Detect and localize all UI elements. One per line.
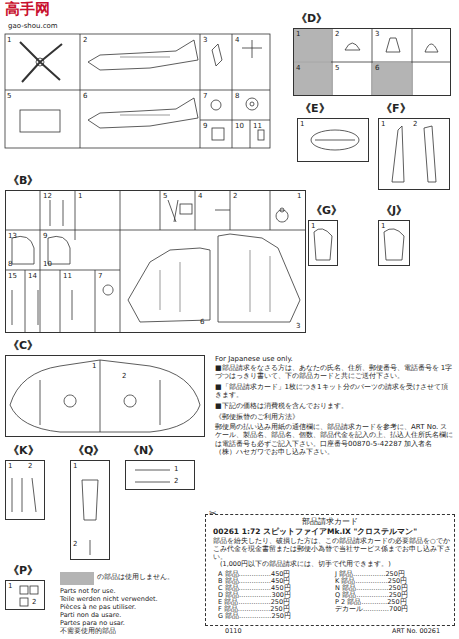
part-number: 1 <box>78 192 82 200</box>
part-number: 4 <box>296 64 300 72</box>
part-number: 2 <box>335 30 339 38</box>
note-text: ■部品請求をなさる方は、あなたの氏名、住所、郵便番号、電話番号を 1字づつはっき… <box>215 364 453 381</box>
part-number: 4 <box>235 36 239 44</box>
part-number: 1 <box>174 465 178 473</box>
sprue-letter: 《F》 <box>381 101 411 116</box>
note-text: Teile werden nicht verwendet. <box>60 596 158 604</box>
part-number: 6 <box>83 92 87 100</box>
part-number: 7 <box>98 272 102 280</box>
note-text: ART No. 00261 <box>392 628 440 636</box>
part-number: 13 <box>8 232 17 240</box>
part-number: 2 <box>28 462 32 470</box>
part-number: 1 <box>296 30 300 38</box>
part-number: 10 <box>43 260 52 268</box>
part-number: 8 <box>8 260 12 268</box>
sprue-frame: 《F》 <box>378 118 450 190</box>
sprue-letter: 《C》 <box>8 338 38 353</box>
sprue-letter: 《B》 <box>8 173 38 188</box>
note-text: ■「部品請求カード」1枚につき1キット分のパーツの請求を受けさせて頂きます。 <box>215 383 453 400</box>
note-text: 不需要使用的部品 <box>60 628 116 636</box>
part-number: 5 <box>163 192 167 200</box>
part-number: 1 <box>7 36 11 44</box>
part-number: 11 <box>63 272 72 280</box>
sprue-letter: 《J》 <box>381 203 407 218</box>
part-number: 7 <box>203 92 207 100</box>
part-number: 5 <box>7 92 11 100</box>
part-number: 6 <box>200 318 204 326</box>
note-text: For Japanese use only. <box>215 355 453 363</box>
part-number: 3 <box>296 322 300 330</box>
note-text: Partes para no usar. <box>60 620 125 628</box>
sprue-frame: 《C》 <box>5 355 205 437</box>
part-number: 8 <box>235 92 239 100</box>
sprue-letter: 《K》 <box>8 443 39 458</box>
note-text: Pièces à ne pas utiliser. <box>60 604 136 612</box>
part-number: 1 <box>300 120 304 128</box>
watermark: 高手网 <box>5 0 50 18</box>
sprue-frame: 《D》 <box>293 28 451 96</box>
note-text: (1,000円以下の部品請求には、切手で代用できます。) <box>220 561 391 569</box>
part-number: 2 <box>174 477 178 485</box>
watermark: gao-shou.com <box>8 22 58 30</box>
note-text: 部品を紛失したり、破損した方は、この部品請求カードの必要部品を○でかこみ代金を現… <box>213 538 451 561</box>
sprue-frame: 《E》 <box>297 118 369 162</box>
part-number: 15 <box>8 272 17 280</box>
legend-swatch <box>60 572 94 585</box>
note-text: Parti non da usare. <box>60 612 121 620</box>
part-number: 4 <box>198 192 202 200</box>
note-text: デカール…………700円 <box>335 606 408 614</box>
part-number: 1 <box>73 462 77 470</box>
sprue-letter: 《N》 <box>128 443 159 458</box>
note-text: 00261 1:72 スピットファイアMk.IX "クロステルマン" <box>213 527 451 536</box>
part-number: 6 <box>375 64 379 72</box>
part-number: 1 <box>297 192 301 200</box>
part-number: 1 <box>8 582 12 590</box>
part-number: 2 <box>233 192 237 200</box>
part-number: 14 <box>28 272 37 280</box>
note-text: ■下記の価格は消費税を含んでおります。 <box>215 402 453 410</box>
sprue-letter: 《P》 <box>8 563 38 578</box>
part-number: 3 <box>375 30 379 38</box>
note-text: Parts not for use. <box>60 588 116 596</box>
sprue-letter: 《Q》 <box>73 443 104 458</box>
part-number: 1 <box>8 462 12 470</box>
note-text: 《郵便振替のご利用方法》 <box>215 413 453 421</box>
legend-text: の部品は使用しません。 <box>97 574 174 582</box>
part-number: 11 <box>253 122 262 130</box>
part-number: 12 <box>43 192 52 200</box>
part-number: 2 <box>73 540 77 548</box>
part-number: ✂ <box>209 508 217 519</box>
part-number: 1 <box>381 120 385 128</box>
part-number: 9 <box>203 122 207 130</box>
part-number: 5 <box>335 64 339 72</box>
part-number: 2 <box>122 372 126 380</box>
sprue-frame: 《N》 <box>125 460 195 490</box>
note-text: 郵便局の払い込み用紙の通信欄に、部品請求カードを参考に、ART No. スケール… <box>215 423 453 457</box>
part-number: 2 <box>413 120 417 128</box>
sprue-letter: 《G》 <box>311 203 342 218</box>
part-number: 1 <box>92 362 96 370</box>
note-text: 0110 <box>225 628 242 636</box>
part-number: 3 <box>203 36 207 44</box>
part-number: 2 <box>32 598 36 606</box>
sprue-letter: 《E》 <box>300 101 330 116</box>
part-number: 2 <box>83 36 87 44</box>
part-number: 1 <box>311 222 315 230</box>
part-number: 1 <box>381 222 385 230</box>
card-heading: 部品請求カード <box>206 517 454 527</box>
part-number: 10 <box>235 122 244 130</box>
note-text: G 部品……………250円 <box>218 613 291 621</box>
part-number: 9 <box>43 232 47 240</box>
sprue-letter: 《D》 <box>296 11 327 26</box>
